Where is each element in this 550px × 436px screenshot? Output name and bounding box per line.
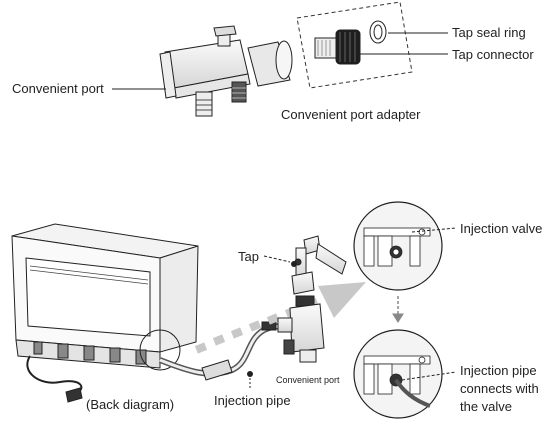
leader-injection-valve [411,227,457,233]
power-plug [65,387,83,403]
label-injection-pipe-connects-line1: Injection pipe [460,363,537,378]
label-convenient-port-adapter: Convenient port adapter [281,107,421,122]
down-arrow [392,296,404,323]
leader-injection-pipe-connects [401,371,457,381]
convenient-port-mid [277,295,325,363]
tap-connector-part [314,29,361,65]
detail-circle-valve [353,201,443,291]
label-injection-pipe-connects-line3: the valve [460,399,513,414]
leader-tap [263,255,291,263]
label-tap-connector: Tap connector [452,47,534,62]
label-injection-pipe: Injection pipe [214,393,291,408]
label-convenient-port-small: Convenient port [276,375,340,385]
label-tap-seal-ring: Tap seal ring [452,25,526,40]
convenient-port-assembly [159,25,293,117]
label-injection-pipe-connects: Injection pipe connects with the valve [460,362,539,416]
label-back-diagram: (Back diagram) [86,397,175,412]
tap-fixture [291,235,347,295]
power-cord [26,355,83,397]
injection-pipe-fitting [201,321,277,381]
label-convenient-port: Convenient port [12,81,104,96]
label-tap: Tap [238,249,259,264]
detail-circle-connected [353,329,443,419]
pipe-marker-dot [247,371,253,377]
dishwasher-back-view [11,223,199,371]
label-injection-pipe-connects-line2: connects with [460,381,539,396]
label-injection-valve: Injection valve [460,221,543,236]
adapter-dashed-box [296,1,413,89]
tap-marker-dot [291,261,297,267]
tap-seal-ring-part [369,20,387,44]
